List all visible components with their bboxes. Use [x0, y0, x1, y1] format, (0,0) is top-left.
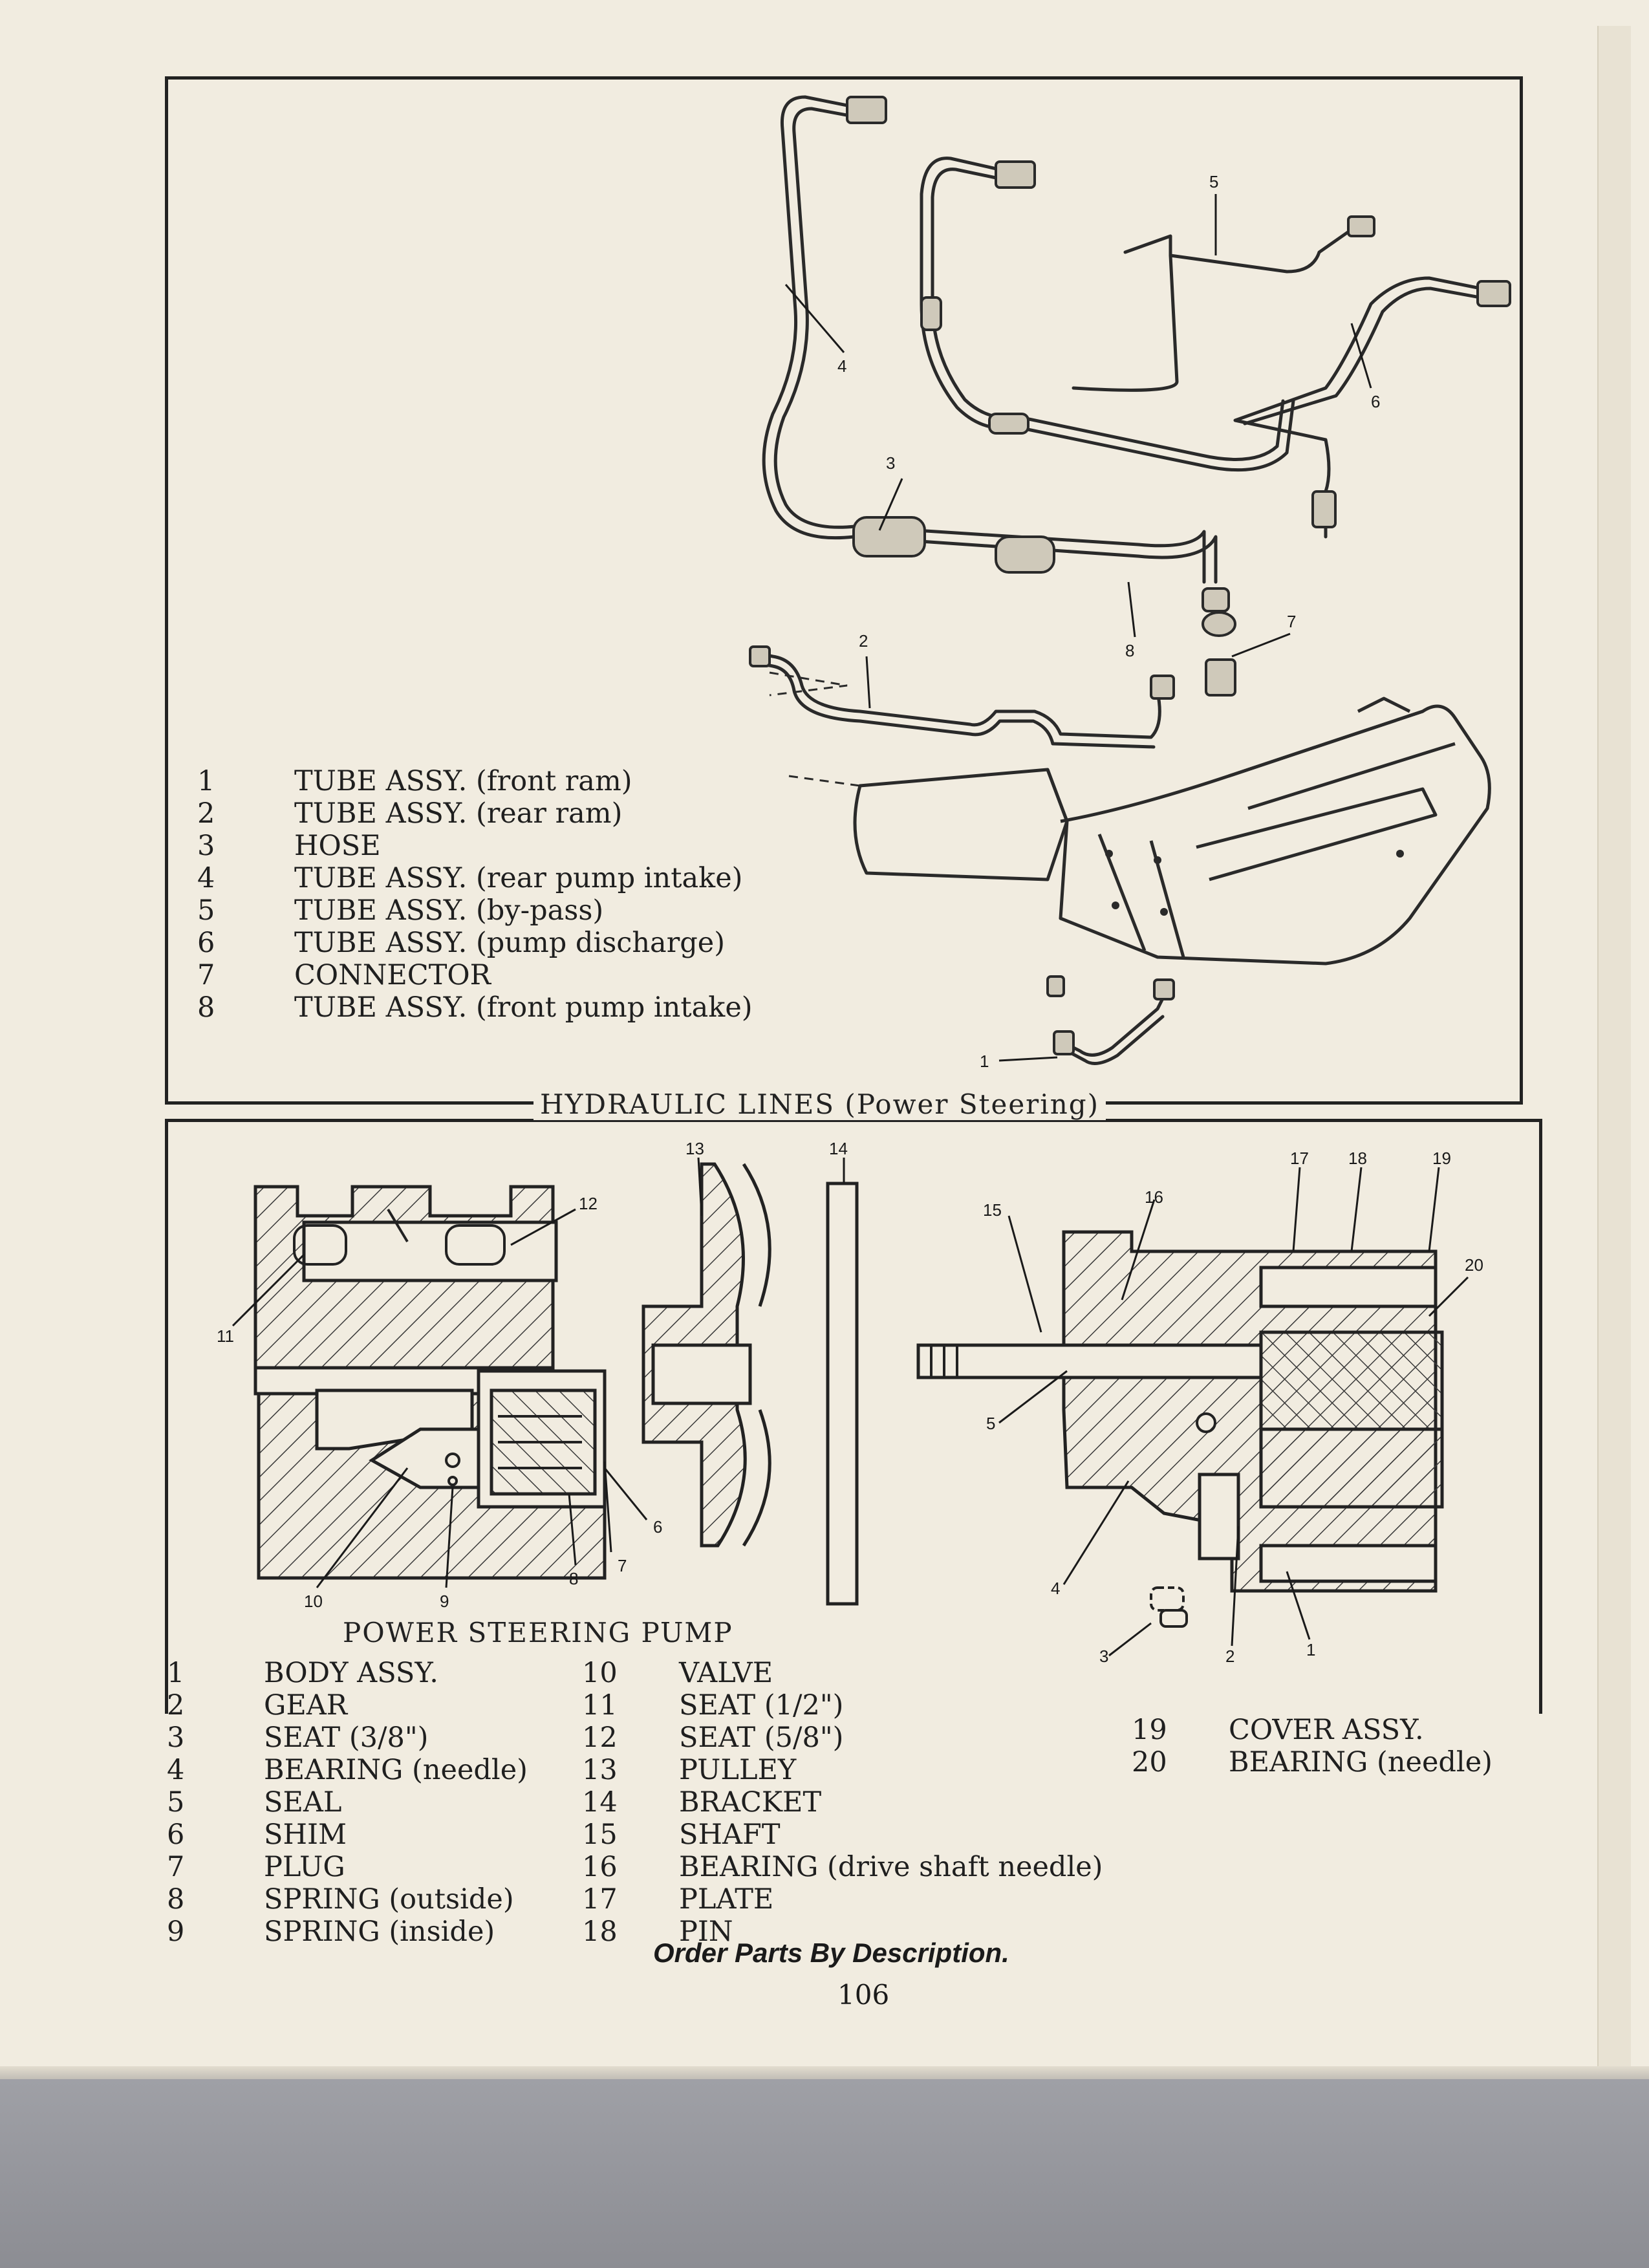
pump-callout-14: 14: [829, 1139, 848, 1158]
pump-callout-11: 11: [217, 1326, 234, 1346]
pump-callout-16: 16: [1145, 1187, 1163, 1207]
tube-front-ram: [1059, 994, 1166, 1057]
callout-7: 7: [1287, 612, 1296, 631]
pump-frame: [165, 1119, 1542, 1714]
tube-front-pump-intake: [920, 157, 1295, 472]
pump-callout-5: 5: [986, 1414, 995, 1433]
pump-callout-9: 9: [440, 1592, 449, 1611]
pump-callout-2: 2: [1225, 1647, 1234, 1666]
pump-title: POWER STEERING PUMP: [336, 1617, 740, 1648]
pump-callout-10: 10: [304, 1592, 323, 1611]
callout-4: 4: [837, 356, 846, 376]
tube-rear-ram: [755, 651, 1161, 739]
page-edge: [1597, 26, 1631, 2082]
pump-callout-3: 3: [1099, 1647, 1108, 1666]
hydraulic-lines-title: HYDRAULIC LINES (Power Steering): [534, 1088, 1106, 1120]
pump-callout-8: 8: [569, 1569, 578, 1588]
pump-callout-1: 1: [1306, 1640, 1315, 1659]
order-note: Order Parts By Description.: [653, 1938, 1009, 1968]
pump-callout-6: 6: [653, 1517, 662, 1537]
callout-6: 6: [1371, 392, 1380, 411]
pump-callout-12: 12: [579, 1194, 598, 1213]
power-steering-pump-diagram: 11 12 13 14 15 16 17 18 19 20 5 4 3 2 1 …: [217, 1139, 1483, 1666]
callout-5: 5: [1209, 172, 1218, 191]
callout-1: 1: [980, 1052, 989, 1071]
callout-2: 2: [859, 631, 868, 651]
scanner-background: [0, 2079, 1649, 2268]
tube-rear-pump-intake: [762, 95, 1218, 584]
callout-8: 8: [1125, 641, 1134, 660]
tube-pump-discharge: [1233, 276, 1489, 539]
tube-by-pass: [1123, 228, 1353, 274]
manual-page: [0, 0, 1649, 2079]
pump-callout-20: 20: [1465, 1255, 1483, 1275]
pump-callout-7: 7: [618, 1556, 627, 1575]
pump-callout-15: 15: [983, 1200, 1002, 1220]
bracket-section: [826, 1182, 859, 1606]
pump-callout-18: 18: [1348, 1149, 1367, 1168]
page-number: 106: [837, 1979, 890, 2011]
pump-callout-19: 19: [1432, 1149, 1451, 1168]
pump-callout-13: 13: [685, 1139, 704, 1158]
callout-3: 3: [886, 453, 895, 473]
pump-callout-17: 17: [1290, 1149, 1309, 1168]
pump-callout-4: 4: [1051, 1579, 1060, 1598]
hydraulic-lines-diagram: 4 3 5 6 8 7 2 1: [749, 95, 1511, 1071]
steering-ram-housing: [853, 768, 1069, 881]
